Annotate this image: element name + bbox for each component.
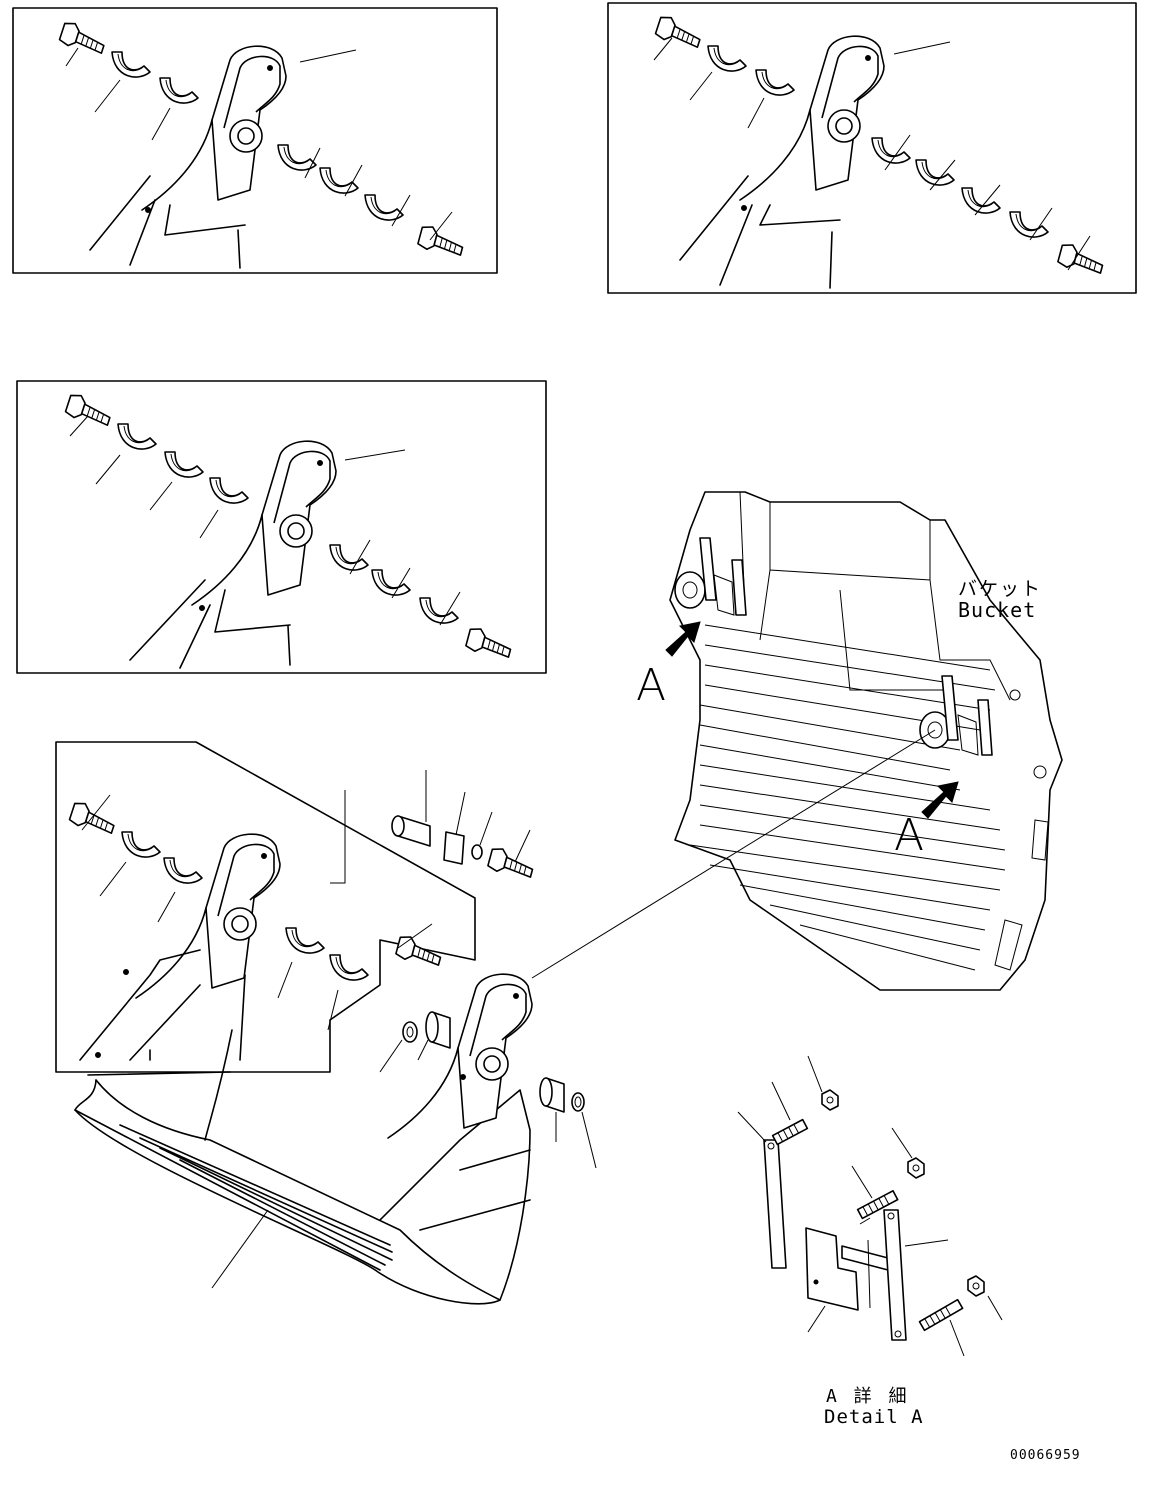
drawing-number: 00066959 xyxy=(1010,1448,1081,1463)
bucket-label-en: Bucket xyxy=(958,598,1037,622)
detail-a-parts xyxy=(737,1055,1003,1357)
variant-panel-3 xyxy=(16,380,547,674)
view-marker-a-left: A xyxy=(636,660,667,711)
variant-panel-2 xyxy=(607,2,1137,294)
bucket-label-jp: バケット xyxy=(958,578,1043,600)
view-marker-a-right: A xyxy=(894,810,925,861)
main-bucket-assembly xyxy=(55,741,597,1305)
detail-label-en: Detail A xyxy=(824,1406,924,1428)
bucket-rear-view xyxy=(531,491,1063,991)
variant-panel-1 xyxy=(12,7,498,274)
detail-label-jp: A 詳 細 xyxy=(826,1386,910,1407)
